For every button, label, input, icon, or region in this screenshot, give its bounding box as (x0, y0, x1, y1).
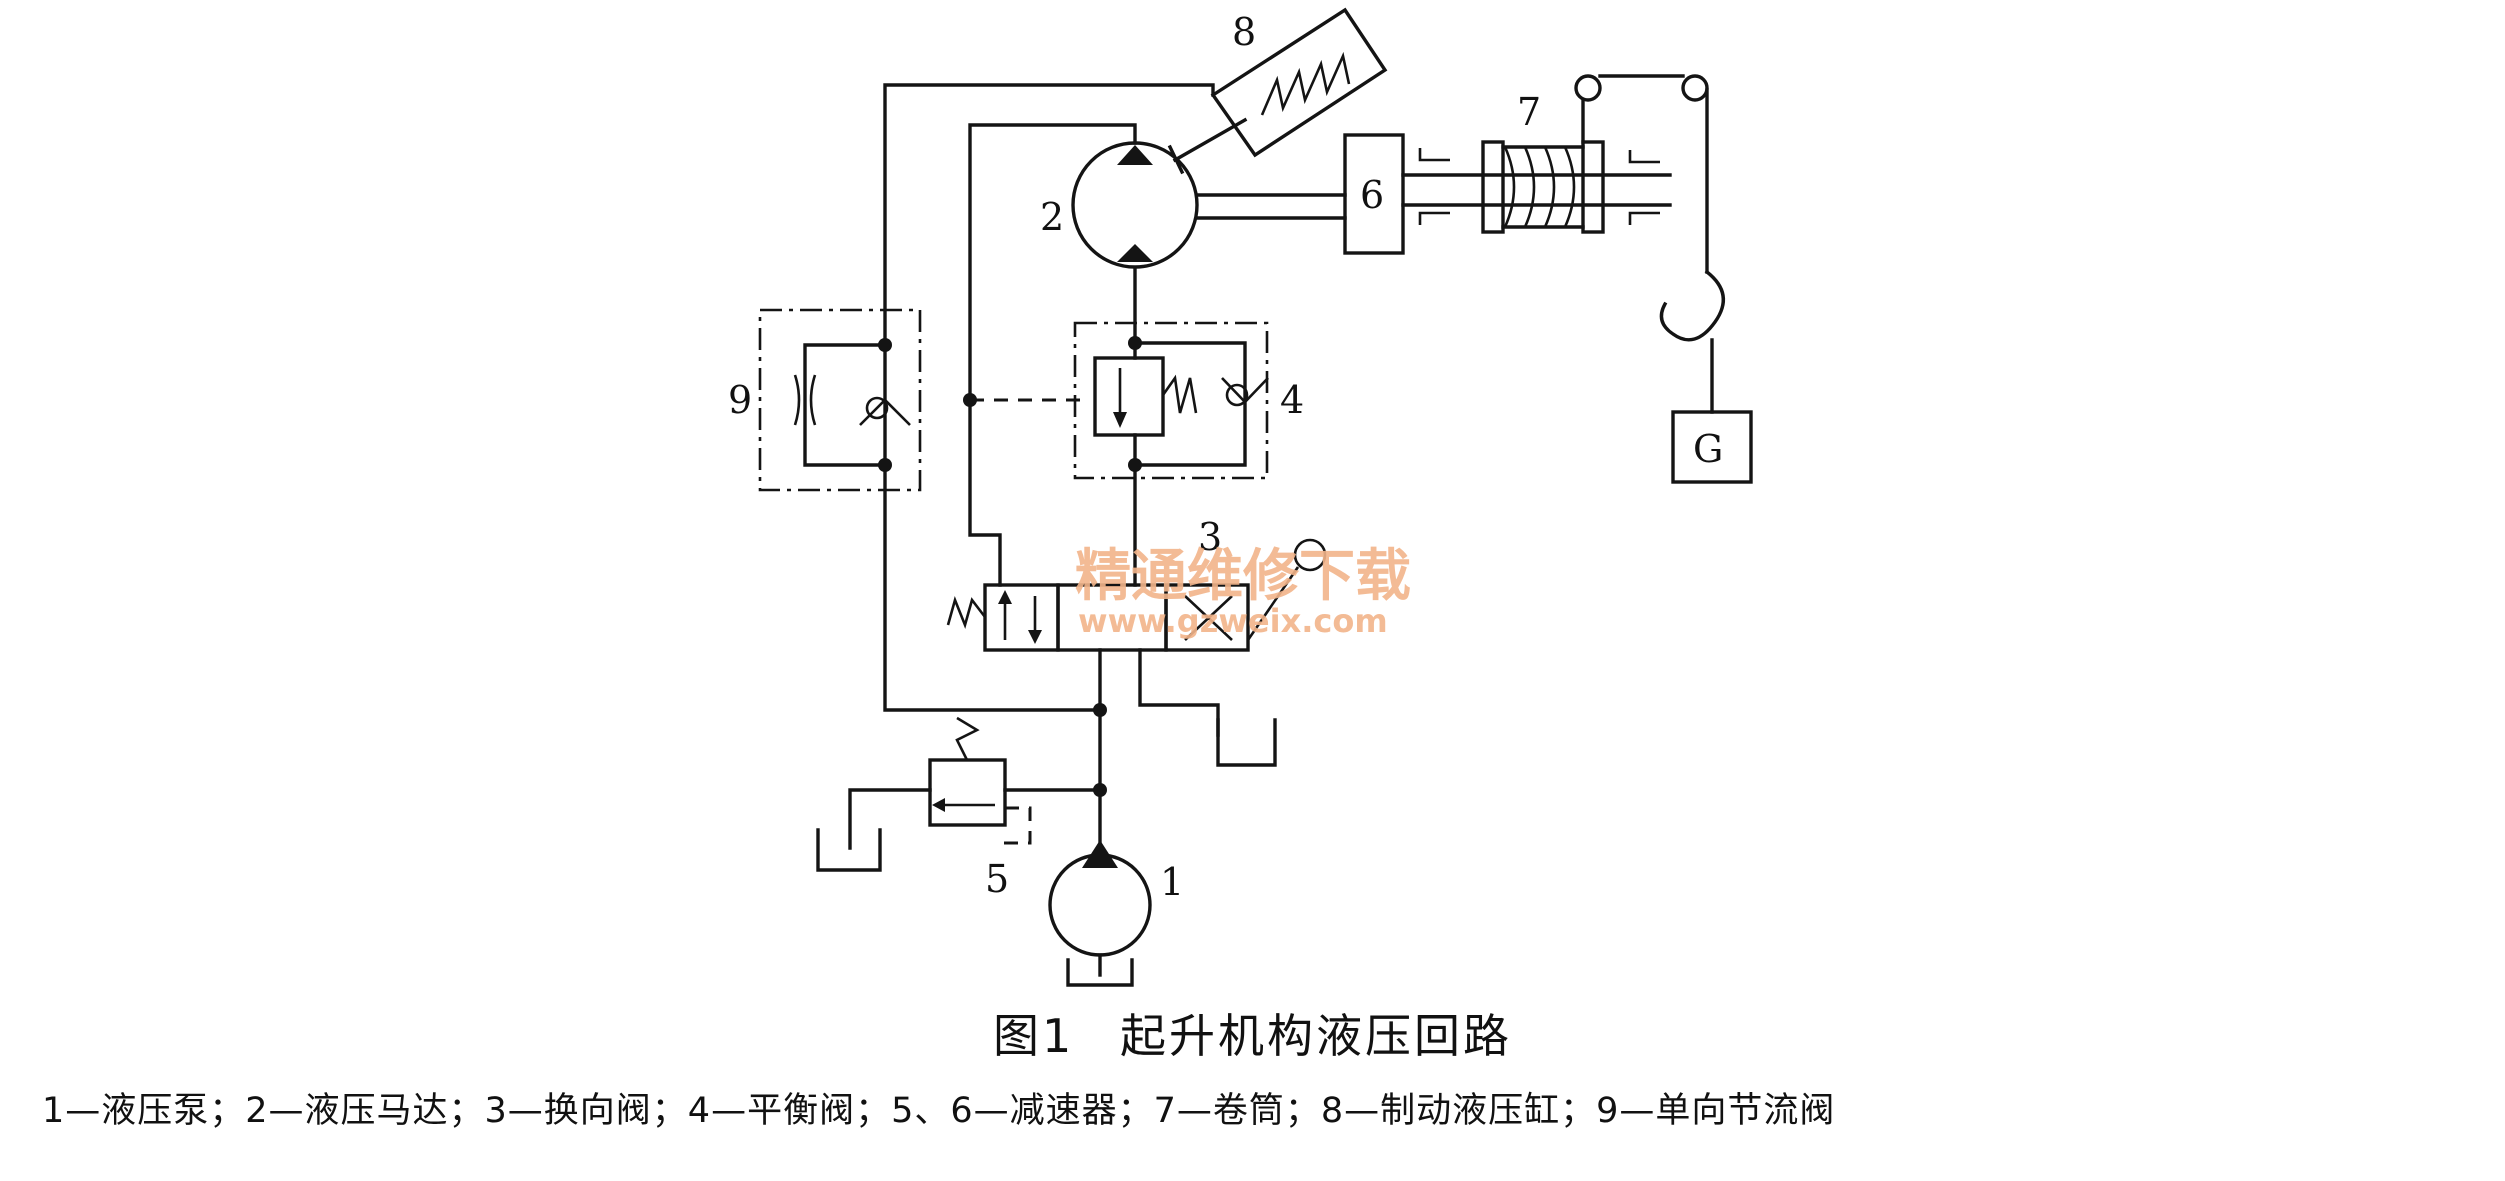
pipelines (848, 83, 1220, 850)
label-reversing-valve: 3 (1198, 515, 1222, 559)
label-reducer-5: 5 (985, 857, 1009, 901)
figure-caption: 图1 起升机构液压回路 (0, 1000, 2505, 1066)
reversing-valve (946, 538, 1327, 652)
label-motor: 2 (1040, 195, 1064, 239)
reducer-6-box (1343, 133, 1405, 255)
component-legend: 1—液压泵；2—液压马达；3—换向阀；4—平衡阀；5、6—减速器；7—卷筒；8—… (42, 1091, 1836, 1131)
label-drum: 7 (1517, 90, 1541, 134)
one-way-throttle-valve (758, 308, 922, 492)
watermark-en: www.gzweix.com (1078, 602, 1388, 640)
label-throttle-valve: 9 (728, 378, 752, 422)
label-balance-valve: 4 (1280, 378, 1304, 422)
drum-assembly (1401, 140, 1672, 234)
relief-valve (928, 716, 1007, 827)
label-reducer-6: 6 (1360, 173, 1384, 217)
watermark-cn: 精通维修下载 (1075, 544, 1411, 609)
load-box (1671, 410, 1753, 484)
label-load: G (1693, 427, 1723, 471)
hydraulic-pump (1048, 840, 1152, 977)
figure-title: 起升机构液压回路 (1119, 1009, 1512, 1063)
motor-shaft (1195, 193, 1347, 220)
tank-symbol (1216, 718, 1277, 767)
tank-symbol (1066, 958, 1134, 987)
label-pump: 1 (1160, 860, 1184, 904)
rope-and-hook (1574, 74, 1725, 414)
figure-number: 图1 (993, 1009, 1075, 1063)
balance-valve (1073, 321, 1269, 480)
brake-cylinder (1167, 7, 1388, 175)
tank-symbol (816, 828, 882, 872)
label-brake-cylinder: 8 (1232, 10, 1256, 54)
